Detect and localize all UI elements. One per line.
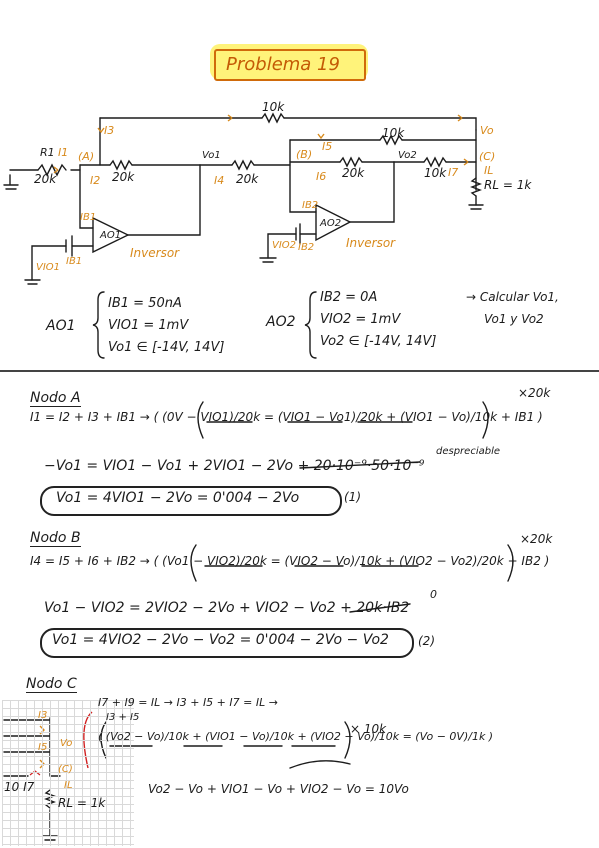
r-top-label: 10k — [262, 100, 285, 114]
r-b-in-label: 20k — [236, 172, 259, 186]
nodo-a-note: despreciable — [436, 446, 501, 457]
nodo-c-mult: × 10k — [350, 722, 387, 736]
ao1-spec-3: Vo1 ∈ [-14V, 14V] — [108, 340, 225, 355]
vio1-label: VIO1 — [36, 262, 61, 273]
nodo-c-eq1: I7 + I9 = IL → I3 + I5 + I7 = IL → — [98, 696, 278, 709]
nodo-c-sub: I3 + I5 — [106, 712, 140, 723]
i7-label: I7 — [448, 166, 459, 179]
nodo-c-sketch-c: (C) — [58, 764, 73, 775]
nodo-c-sketch-i5: I5 — [38, 742, 48, 753]
nodo-b-eq2: Vo1 − VIO2 = 2VIO2 − 2Vo + VIO2 − Vo2 + … — [44, 600, 410, 616]
r-b-mid-label: 20k — [342, 166, 365, 180]
title-frame — [214, 49, 366, 81]
inversor-1-label: Inversor — [130, 246, 180, 260]
i1-label: I1 — [58, 146, 69, 159]
task-line-1: → Calcular Vo1, — [466, 290, 559, 304]
nodo-a-heading: Nodo A — [30, 390, 81, 407]
r1-label: R1 — [40, 146, 55, 159]
r-load-label: RL = 1k — [484, 178, 532, 192]
r-c-label: 10k — [424, 166, 447, 180]
ao2-spec-2: VIO2 = 1mV — [320, 312, 401, 327]
vo2-label: Vo2 — [398, 150, 417, 161]
nodo-b-result-box — [40, 628, 414, 658]
i2-label: I2 — [90, 174, 101, 187]
nodo-a-result: Vo1 = 4VIO1 − 2Vo = 0'004 − 2Vo — [56, 490, 300, 506]
nodo-b-mult: ×20k — [520, 532, 553, 546]
nodo-a-mult: ×20k — [518, 386, 551, 400]
page-title: Problema 19 — [226, 54, 340, 75]
nodo-c-sketch-il: IL — [64, 780, 73, 791]
nodo-c-sketch-i3: I3 — [38, 710, 48, 721]
nodo-a-tag: (1) — [344, 490, 361, 504]
vo-label: Vo — [480, 124, 494, 137]
vio2-label: VIO2 — [272, 240, 297, 251]
r-b-fb-label: 10k — [382, 126, 405, 140]
i6-label: I6 — [316, 170, 327, 183]
task-line-2: Vo1 y Vo2 — [484, 312, 544, 326]
i4-label: I4 — [214, 174, 225, 187]
nodo-c-sketch-grid — [2, 700, 134, 846]
ib1-label: IB1 — [80, 212, 97, 223]
r-a-in-label: 20k — [34, 172, 57, 186]
nodo-a-eq1: I1 = I2 + I3 + IB1 → ( (0V − VIO1)/20k =… — [30, 410, 543, 424]
ao2-spec-3: Vo2 ∈ [-14V, 14V] — [320, 334, 437, 349]
inversor-2-label: Inversor — [346, 236, 396, 250]
ao2-spec-1: IB2 = 0A — [320, 290, 378, 305]
nodo-c-sketch-rl: RL = 1k — [58, 796, 106, 810]
nodo-c-sketch-r: 10 I7 — [4, 780, 35, 794]
ao2-label: AO2 — [320, 218, 342, 229]
nodo-c-eq3: Vo2 − Vo + VIO1 − Vo + VIO2 − Vo = 10Vo — [148, 782, 409, 796]
nodo-b-eq1: I4 = I5 + I6 + IB2 → ( (Vo1 − VIO2)/20k … — [30, 554, 550, 568]
node-a-label: (A) — [78, 150, 95, 163]
nodo-c-sketch-vo: Vo — [60, 738, 73, 749]
ao1-spec-name: AO1 — [46, 318, 76, 334]
nodo-a-result-box — [40, 486, 342, 516]
node-b-label: (B) — [296, 148, 313, 161]
nodo-c-eq2: ( (Vo2 − Vo)/10k + (VIO1 − Vo)/10k + (VI… — [98, 730, 494, 743]
ao1-label: AO1 — [100, 230, 122, 241]
nodo-a-eq2: −Vo1 = VIO1 − Vo1 + 2VIO1 − 2Vo + 20·10⁻… — [44, 458, 425, 474]
r-a-fb-label: 20k — [112, 170, 135, 184]
ib1-plus-label: IB1 — [66, 256, 83, 267]
node-c-label: (C) — [479, 150, 496, 163]
nodo-c-heading: Nodo C — [26, 676, 77, 693]
ao1-spec-1: IB1 = 50nA — [108, 296, 182, 311]
ib2-label: IB2 — [302, 200, 319, 211]
section-divider — [0, 370, 599, 372]
ao1-spec-2: VIO1 = 1mV — [108, 318, 189, 333]
nodo-b-tag: (2) — [418, 634, 435, 648]
i5-label: I5 — [322, 140, 333, 153]
ao2-spec-name: AO2 — [266, 314, 296, 330]
ib2-plus-label: IB2 — [298, 242, 315, 253]
il-label: IL — [484, 164, 494, 177]
nodo-b-result: Vo1 = 4VIO2 − 2Vo − Vo2 = 0'004 − 2Vo − … — [52, 632, 389, 648]
vo1-label: Vo1 — [202, 150, 221, 161]
nodo-b-heading: Nodo B — [30, 530, 81, 547]
i3-label: I3 — [104, 124, 115, 137]
nodo-b-zero: 0 — [430, 588, 437, 601]
